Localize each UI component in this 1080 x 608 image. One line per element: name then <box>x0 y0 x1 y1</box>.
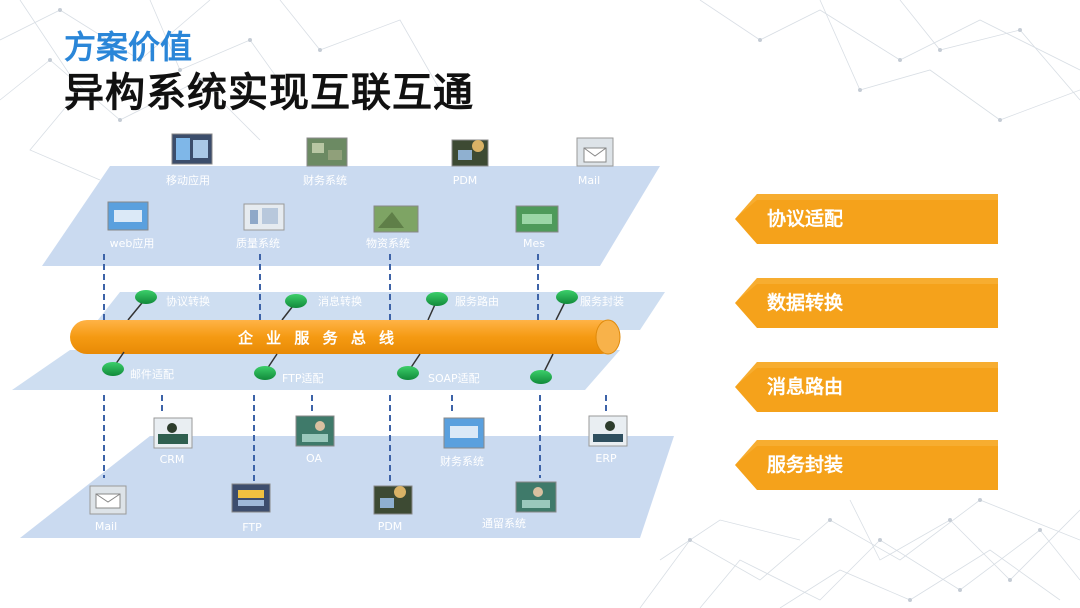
adapter-label: 服务路由 <box>455 294 499 308</box>
adapter-node <box>530 370 552 384</box>
main-title: 异构系统实现互联互通 <box>64 70 474 116</box>
bottom-system-plane <box>20 436 674 538</box>
node-label: PDM <box>378 520 403 533</box>
adapter-node <box>426 292 448 306</box>
node-label: CRM <box>160 453 185 466</box>
adapter-node <box>254 366 276 380</box>
node-label: 移动应用 <box>166 173 210 187</box>
enterprise-service-bus: 企 业 服 务 总 线 <box>70 319 621 355</box>
node-label: 物资系统 <box>366 236 410 250</box>
node-label: Mail <box>578 174 600 187</box>
adapter-label: FTP适配 <box>282 372 324 385</box>
bottom-row1-icons <box>153 415 628 449</box>
bus-lower-plane <box>12 350 620 390</box>
bottom-row1-labels: CRM OA 财务系统 ERP <box>160 452 617 468</box>
adapter-label: 服务封装 <box>580 294 624 308</box>
node-label: FTP <box>242 521 262 534</box>
bottom-row2-icons <box>89 481 557 515</box>
bottom-row2-labels: Mail FTP PDM 通留系统 <box>95 517 526 534</box>
top-row2-labels: web应用 质量系统 物资系统 Mes <box>110 236 546 250</box>
node-label: OA <box>306 452 322 465</box>
arrow-shape <box>735 278 998 328</box>
upper-adapters: 协议转换 消息转换 服务路由 服务封装 <box>127 290 624 321</box>
arrow-shape <box>735 440 998 490</box>
value-label: 消息路由 <box>767 376 844 398</box>
node-label: 财务系统 <box>440 454 484 468</box>
adapter-node <box>556 290 578 304</box>
node-label: web应用 <box>110 236 155 250</box>
top-row2-icons <box>107 201 559 233</box>
value-label: 服务封装 <box>767 454 844 476</box>
arrow-shape <box>735 194 998 244</box>
adapter-node <box>102 362 124 376</box>
node-label: Mail <box>95 520 117 533</box>
adapter-label: 邮件适配 <box>130 368 174 381</box>
top-row1-labels: 移动应用 财务系统 PDM Mail <box>166 173 600 187</box>
adapter-label: 消息转换 <box>318 294 362 308</box>
top-row1-icons <box>171 133 614 167</box>
node-label: ERP <box>595 452 617 465</box>
value-arrow-message: 消息路由 <box>735 362 998 412</box>
adapter-label: SOAP适配 <box>428 372 480 385</box>
value-label: 协议适配 <box>767 208 844 230</box>
bus-label: 企 业 服 务 总 线 <box>237 329 398 347</box>
value-label: 数据转换 <box>767 292 844 314</box>
value-arrow-data: 数据转换 <box>735 278 998 328</box>
adapter-node <box>285 294 307 308</box>
top-application-plane <box>42 166 660 266</box>
node-label: 质量系统 <box>236 237 280 250</box>
node-label: PDM <box>453 174 478 187</box>
arrow-shape <box>735 362 998 412</box>
value-arrow-protocol: 协议适配 <box>735 194 998 244</box>
node-label: Mes <box>523 237 545 250</box>
node-label: 通留系统 <box>482 517 526 530</box>
node-label: 财务系统 <box>303 173 347 187</box>
value-arrow-service: 服务封装 <box>735 440 998 490</box>
section-title: 方案价值 <box>64 28 193 66</box>
connector-lines <box>103 254 607 485</box>
adapter-node <box>397 366 419 380</box>
adapter-node <box>135 290 157 304</box>
adapter-label: 协议转换 <box>166 294 210 308</box>
lower-adapters: 邮件适配 FTP适配 SOAP适配 <box>102 351 554 385</box>
